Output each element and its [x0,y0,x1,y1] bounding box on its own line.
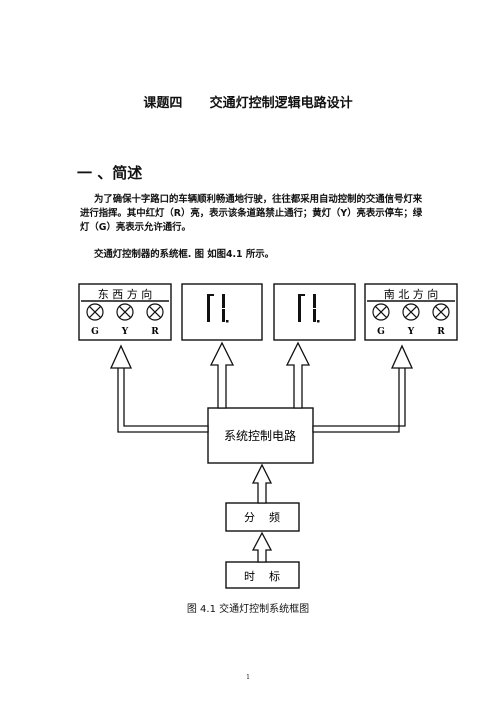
light-label-y: Y [407,327,415,337]
digit-display-box-1 [181,283,263,341]
seven-segment-digit-2 [298,294,320,323]
light-label-r: R [151,327,159,337]
arrow-clock-to-divider [251,531,273,563]
lamp-icon [146,303,164,321]
divider-label: 分 频 [244,510,280,524]
arrow-to-display-2 [285,341,311,409]
figure-caption: 图 4.1 交通灯控制系统框图 [186,604,310,615]
lamp-icon [86,303,104,321]
page-number: 1 [246,674,250,681]
digit-display-box-2 [273,283,356,341]
east-west-lamps [86,303,164,321]
north-south-label: 南 北 方 向 [384,287,439,301]
light-label-r: R [437,327,445,337]
north-south-lamps [372,303,450,321]
lamp-icon [116,303,134,321]
arrow-to-north-south [312,344,414,433]
arrow-to-east-west [109,344,209,433]
clock-label: 时 标 [244,569,280,583]
arrow-divider-to-controller [251,463,273,504]
light-label-y: Y [121,327,129,337]
figure-reference-paragraph: 交通灯控制器的系统框. 图 如图4.1 所示。 [94,249,274,260]
lamp-icon [402,303,420,321]
controller-box [207,407,314,464]
light-label-g: G [91,327,99,337]
east-west-box [78,283,172,341]
north-south-box [364,283,458,341]
section-heading: 一 、简述 [77,164,143,182]
light-label-g: G [377,327,385,337]
seven-segment-digit-1 [207,294,229,323]
arrow-to-display-1 [209,341,235,409]
controller-label: 系统控制电路 [224,428,296,443]
intro-paragraph: 为了确保十字路口的车辆顺利畅通地行驶，往往都采用自动控制的交通信号灯来进行指挥。… [80,194,423,233]
page-title: 课题四 交通灯控制逻辑电路设计 [143,96,353,111]
east-west-label: 东 西 方 向 [98,287,153,301]
lamp-icon [432,303,450,321]
lamp-icon [372,303,390,321]
